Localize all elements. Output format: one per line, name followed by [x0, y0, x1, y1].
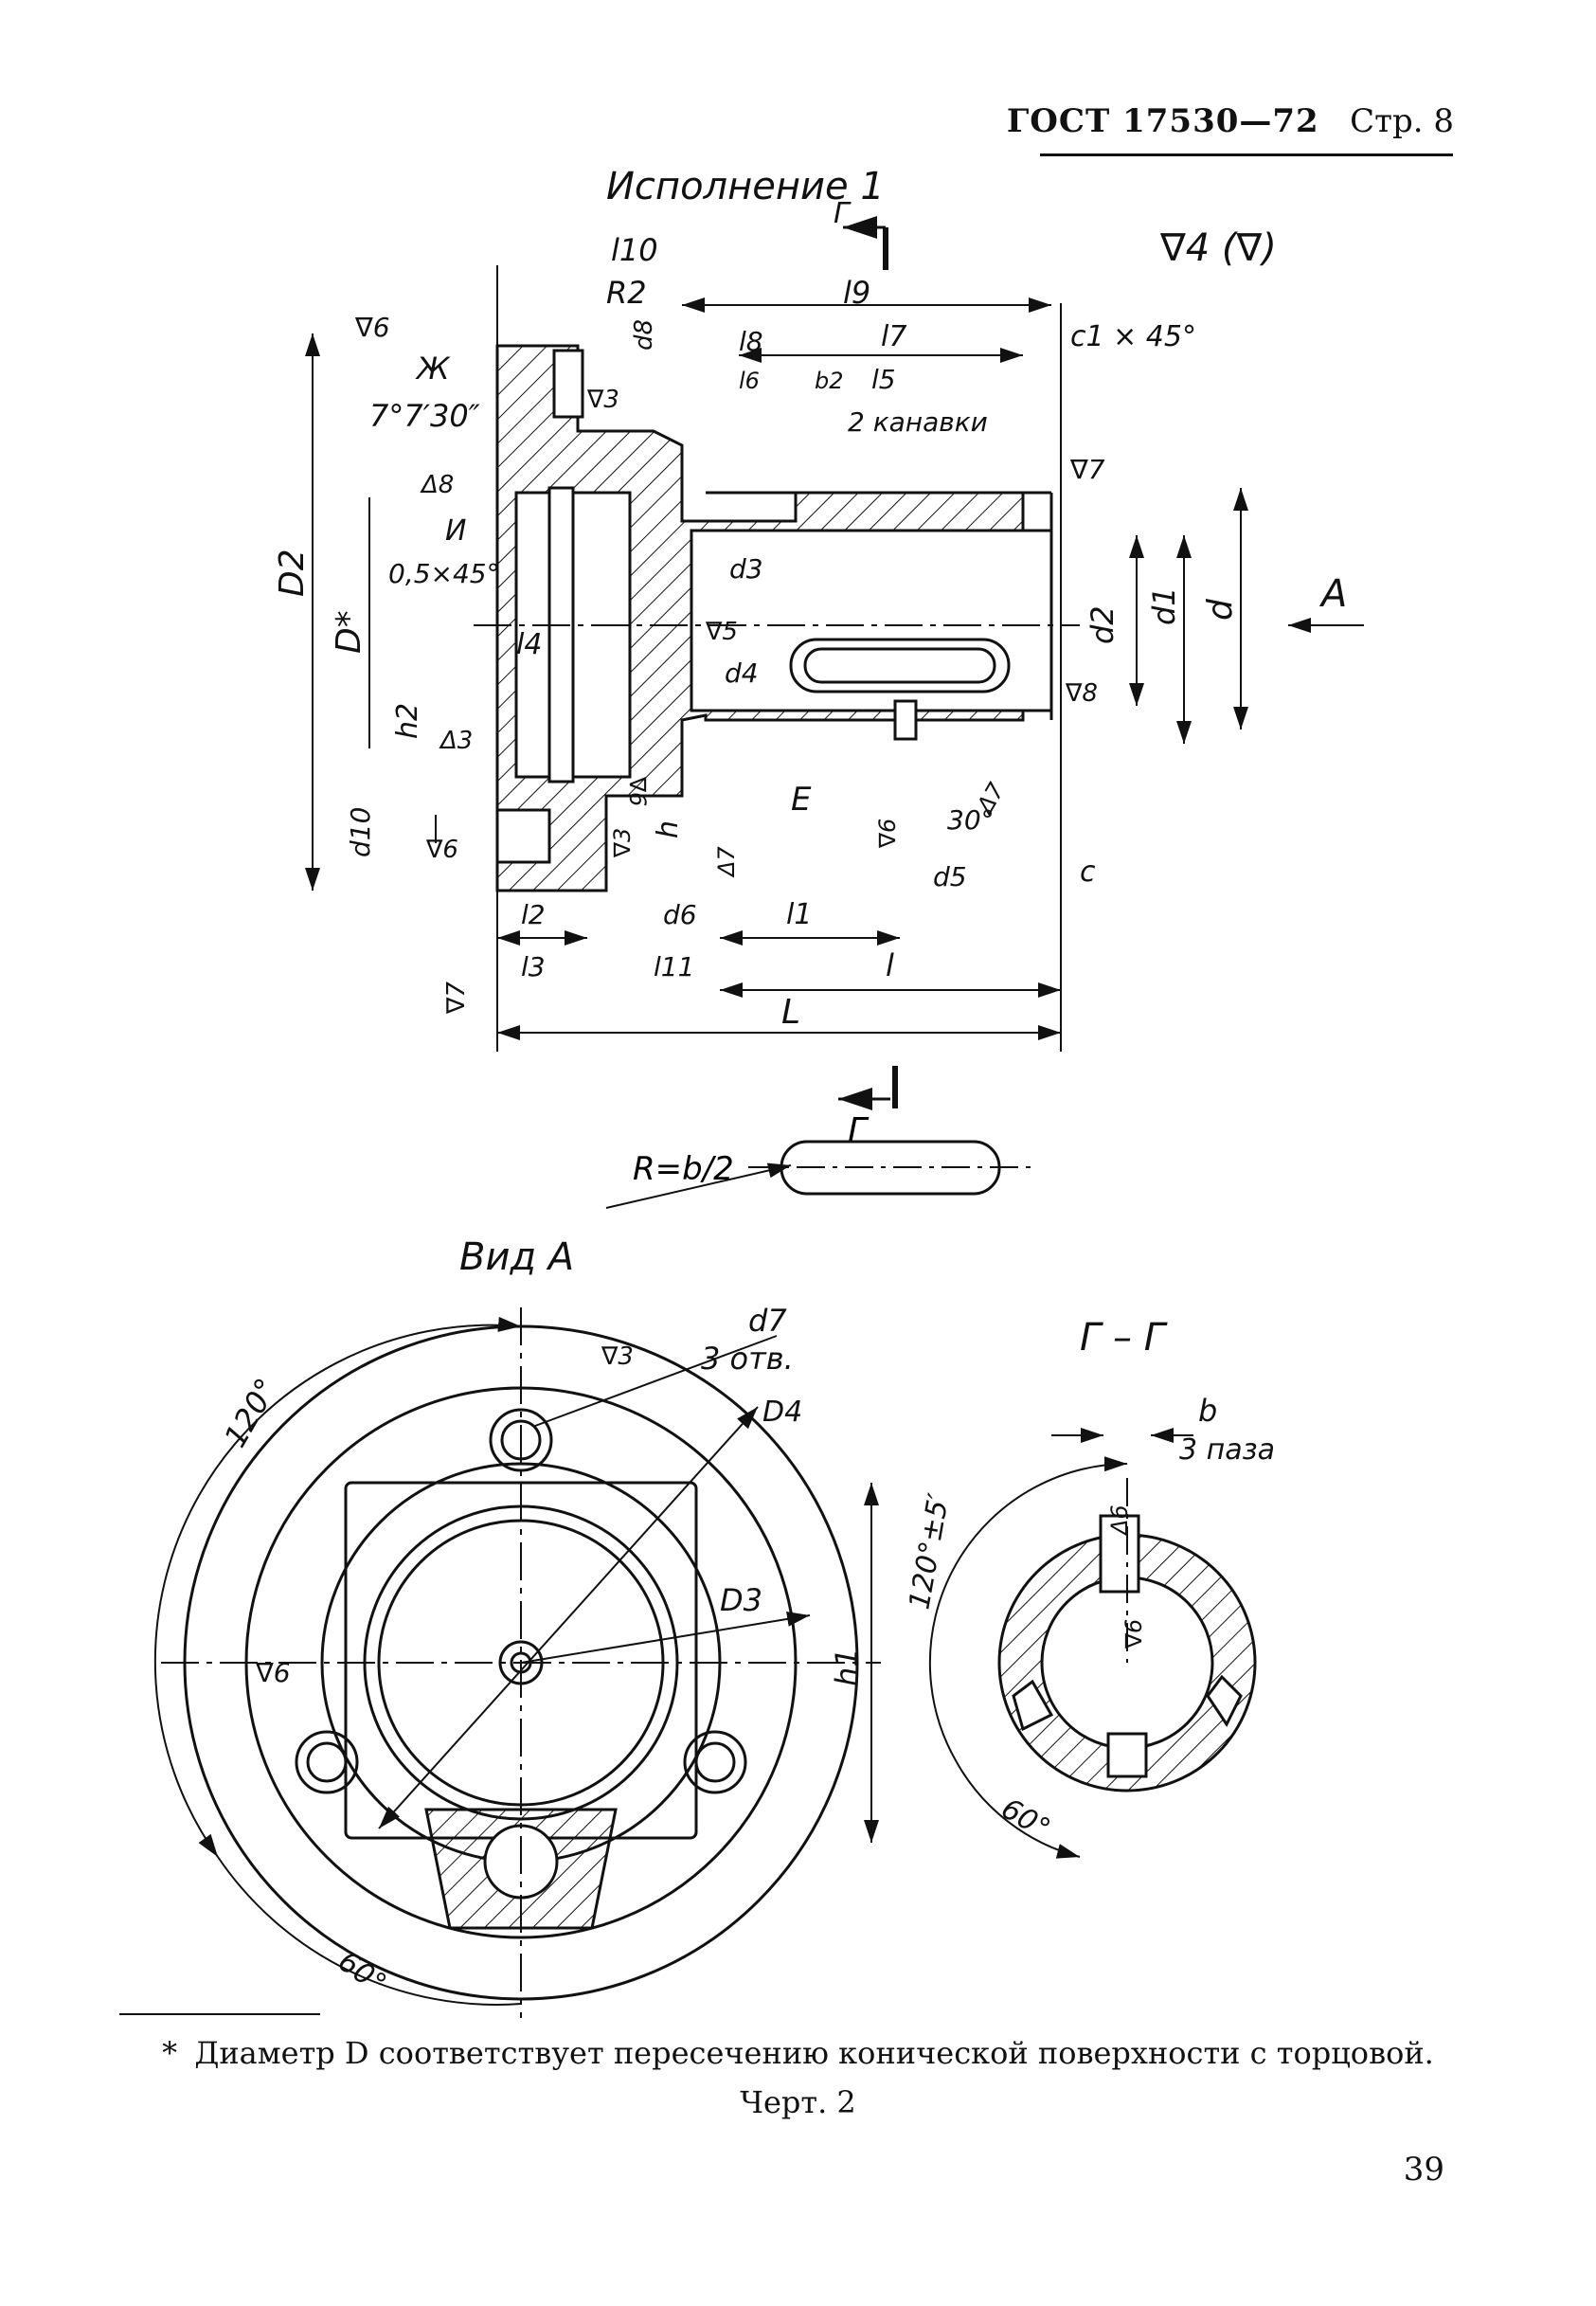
dim-d: d	[1201, 598, 1240, 621]
slot-detail	[605, 1140, 1032, 1209]
roughness-r7a: ∇7	[1069, 454, 1105, 485]
dim-c1: c1 × 45°	[1070, 320, 1196, 353]
view-a	[153, 1307, 881, 2018]
roughness-r3c: ∇3	[609, 828, 636, 858]
dim-d3: d3	[729, 553, 763, 585]
section-gg-ang60: 60°	[995, 1793, 1056, 1847]
view-a-ang60: 60°	[332, 1945, 392, 2001]
variant-sub: Г	[834, 197, 852, 230]
dim-h: h	[652, 820, 685, 838]
dim-L: L	[781, 993, 800, 1032]
dim-c: c	[1080, 856, 1096, 889]
dim-d5: d5	[933, 861, 967, 892]
view-a-holes: 3 отв.	[701, 1341, 794, 1377]
dim-l1: l1	[786, 898, 812, 931]
view-a-d7: d7	[748, 1303, 787, 1339]
roughness-r7d: ∇7	[442, 982, 471, 1015]
figure-caption: Черт. 2	[740, 2084, 856, 2120]
dim-l9: l9	[843, 275, 870, 311]
roughness-r6b: ∇6	[425, 836, 458, 864]
roughness-r6d: ∇6	[874, 819, 901, 849]
roughness-r8b: ∇8	[1065, 679, 1098, 708]
dim-l8: l8	[739, 326, 763, 357]
roughness-r6c: ∇6	[624, 776, 651, 806]
page-header: ГОСТ 17530—72 Стр. 8	[1007, 102, 1454, 140]
section-gg-r6a: Δ6	[1106, 1504, 1133, 1537]
dim-E: E	[791, 781, 812, 819]
dim-l: l	[886, 947, 894, 983]
roughness-r6a: ∇6	[354, 312, 390, 343]
dim-Zh: Ж	[415, 351, 451, 387]
roughness-r3b: Δ3	[439, 727, 473, 755]
roughness-r7b: Δ7	[713, 846, 740, 878]
dim-h2: h2	[391, 703, 424, 739]
main-section-view	[305, 265, 1364, 1052]
dim-d6: d6	[663, 899, 697, 930]
dim-l10: l10	[611, 232, 658, 268]
variant-title: Исполнение 1	[606, 165, 885, 208]
footnote-text: Диаметр D соответствует пересечению кони…	[194, 2035, 1434, 2071]
dim-chamfer: 0,5×45°	[388, 558, 500, 589]
dim-l4: l4	[516, 628, 542, 661]
dim-I: И	[445, 514, 466, 548]
section-gg	[928, 1428, 1257, 1859]
section-gg-b: b	[1198, 1393, 1217, 1429]
dim-b2: b2	[815, 368, 844, 394]
dim-l3: l3	[521, 951, 546, 982]
dim-d10: d10	[345, 807, 376, 857]
dim-D2: D2	[273, 549, 312, 597]
page-number: 39	[1403, 2151, 1444, 2189]
standard-number: ГОСТ 17530—72	[1006, 102, 1319, 140]
footnote-rule	[119, 2013, 320, 2015]
roughness-r5: ∇5	[705, 618, 738, 646]
dim-l5: l5	[871, 364, 896, 395]
view-arrow-A: A	[1318, 572, 1347, 616]
view-a-ang120: 120°	[217, 1372, 284, 1453]
footnote: * Диаметр D соответствует пересечению ко…	[0, 2035, 1596, 2071]
section-mark-label: Г	[848, 1111, 870, 1150]
view-a-r6: ∇6	[255, 1657, 291, 1688]
view-a-D3: D3	[720, 1582, 762, 1618]
view-a-title: Вид А	[459, 1235, 574, 1279]
dim-l7: l7	[881, 320, 906, 353]
dim-Dstar: D*	[330, 610, 368, 654]
dim-l11: l11	[654, 951, 694, 982]
section-gg-r6b: ∇6	[1121, 1619, 1147, 1649]
section-gg-title: Г – Г	[1080, 1316, 1168, 1360]
dim-grooves: 2 канавки	[848, 406, 988, 438]
view-a-r3: ∇3	[601, 1342, 634, 1371]
roughness-r3a: ∇3	[586, 386, 619, 414]
view-a-D4: D4	[762, 1396, 802, 1429]
header-rule	[1040, 153, 1453, 156]
dim-angle: 7°7′30″	[369, 398, 480, 434]
dim-d4: d4	[725, 658, 759, 689]
dim-d2: d2	[1085, 605, 1121, 644]
dim-l2: l2	[521, 899, 546, 930]
section-gg-ang120: 120°±5′	[903, 1491, 956, 1612]
page-label: Стр. 8	[1350, 102, 1454, 140]
dim-ang30: 30°	[947, 804, 995, 836]
dim-d1: d1	[1146, 586, 1182, 625]
roughness-r8a: Δ8	[420, 471, 454, 499]
dim-R2: R2	[606, 275, 647, 311]
section-gg-slots: 3 паза	[1179, 1433, 1275, 1467]
dim-l6: l6	[739, 368, 760, 394]
view-a-h1: h1	[829, 1648, 865, 1686]
roughness-general: ∇4 (∇)	[1159, 226, 1277, 270]
footnote-marker: *	[162, 2035, 178, 2071]
dim-d8: d8	[630, 319, 658, 351]
section-mark	[838, 216, 898, 1110]
dim-Rb2: R=b/2	[633, 1150, 734, 1188]
